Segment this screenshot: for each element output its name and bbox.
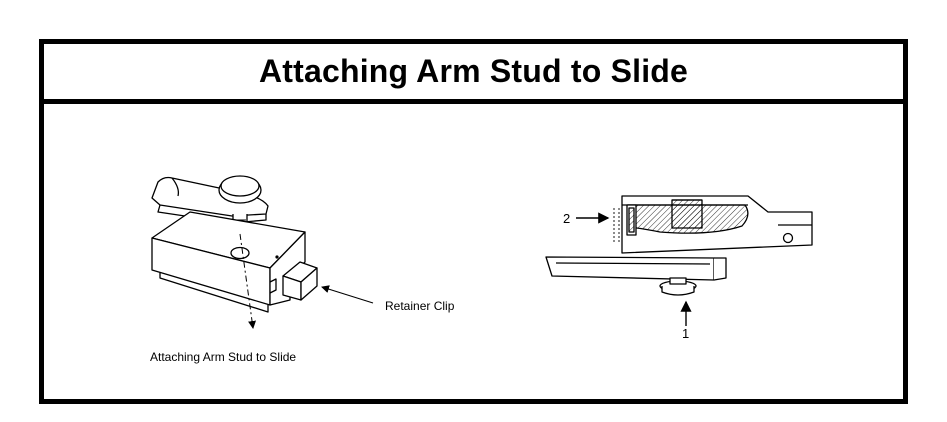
slide-assembly-illustration [151, 175, 374, 329]
retainer-clip-label: Retainer Clip [385, 299, 455, 313]
diagram-frame: Attaching Arm Stud to Slide [39, 39, 908, 404]
page-title: Attaching Arm Stud to Slide [258, 53, 689, 89]
slide-body [151, 211, 306, 313]
slide-section-illustration [545, 195, 813, 326]
slide-housing-section [613, 195, 813, 254]
callout-1-label: 1 [682, 326, 690, 341]
arm-bar-section [545, 256, 727, 296]
retainer-clip [282, 261, 318, 301]
figure-caption: Attaching Arm Stud to Slide [150, 350, 297, 364]
title-bar: Attaching Arm Stud to Slide [44, 44, 903, 104]
callout-2-label: 2 [563, 211, 571, 226]
